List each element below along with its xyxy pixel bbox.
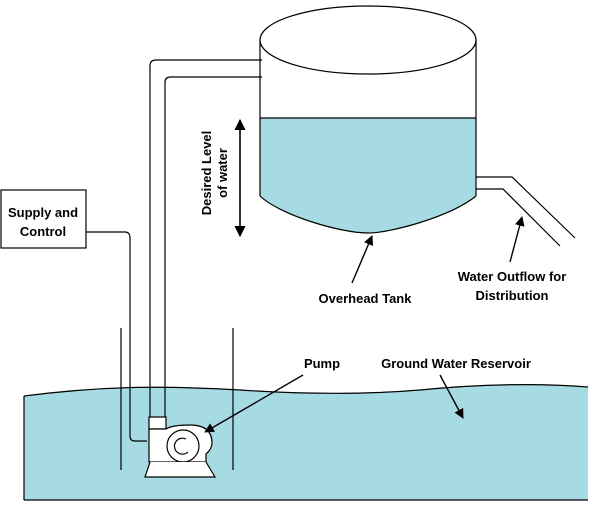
reservoir-arrow (439, 374, 464, 419)
outflow-label-line1: Water Outflow for (458, 269, 567, 284)
pump-icon (144, 416, 217, 478)
reservoir-label: Ground Water Reservoir (381, 356, 531, 371)
desired-level-label-line2: of water (215, 148, 230, 198)
supply-label-line2: Control (20, 224, 66, 239)
overhead-tank-label: Overhead Tank (319, 291, 413, 306)
outflow-pipe-bottom (476, 188, 561, 247)
tank-water (260, 118, 476, 233)
tank-top (259, 5, 477, 75)
pump-arrow (204, 374, 304, 433)
outflow-pipe-top (476, 176, 576, 239)
reservoir-water (24, 384, 588, 500)
supply-label-line1: Supply and (8, 205, 78, 220)
desired-level-label-line1: Desired Level (199, 131, 214, 216)
pump-label: Pump (304, 356, 340, 371)
control-wire (86, 231, 147, 442)
supply-control-box (0, 189, 87, 249)
overhead-tank-arrow (351, 235, 374, 284)
delivery-pipe-outer (149, 59, 262, 420)
outflow-arrow (509, 216, 525, 263)
outflow-label-line2: Distribution (476, 288, 549, 303)
tank-bottom (259, 195, 477, 234)
reservoir-surface-line (23, 384, 589, 397)
delivery-pipe-inner (164, 76, 262, 420)
